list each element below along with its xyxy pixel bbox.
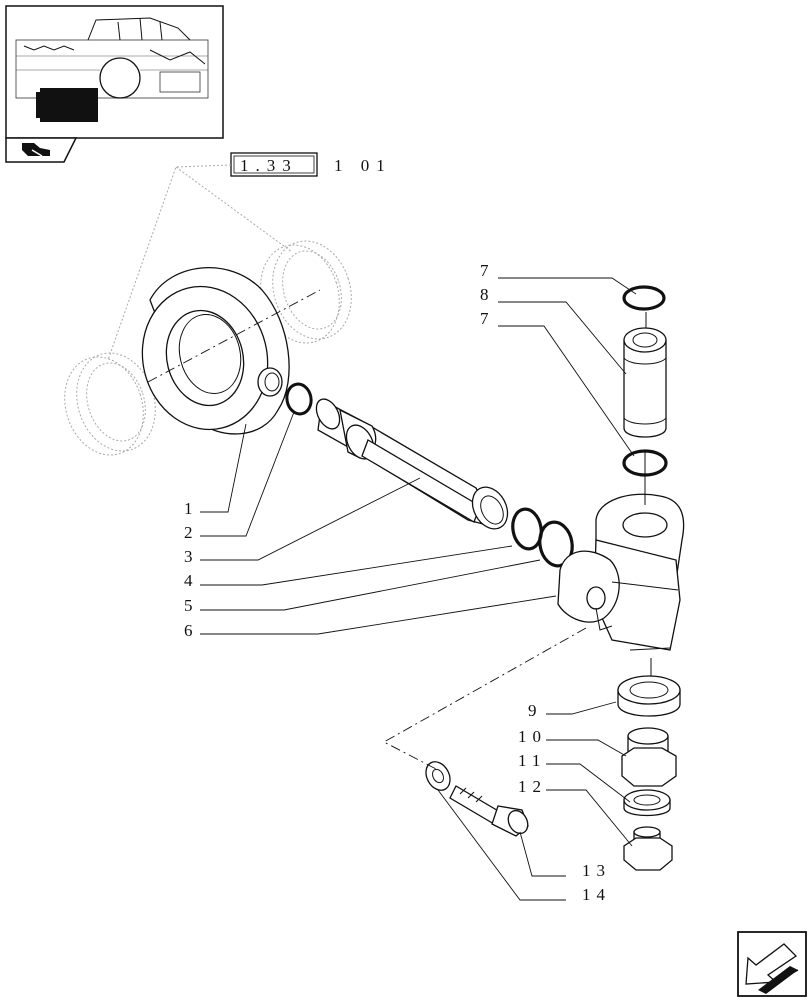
part-7-o-ring-lower[interactable] — [622, 449, 668, 477]
callout-3: 3 — [184, 547, 199, 566]
part-2-o-ring[interactable] — [285, 382, 314, 416]
callout-13: 13 — [582, 861, 611, 880]
reference-suffix: 1 01 — [334, 156, 392, 175]
reference-number: 1.33 1 01 — [230, 152, 392, 177]
callout-4: 4 — [184, 571, 199, 590]
callout-11: 11 — [518, 751, 546, 770]
tractor-section-icon[interactable] — [5, 137, 78, 163]
callout-5: 5 — [184, 596, 199, 615]
reference-boxed: 1.33 — [240, 156, 298, 175]
callout-7-upper: 7 — [480, 261, 495, 280]
callouts: 7 8 7 1 2 3 4 5 6 9 10 11 12 13 14 — [184, 261, 611, 904]
part-1-housing-ring[interactable] — [127, 267, 321, 443]
callout-2: 2 — [184, 523, 199, 542]
ghost-bearing-upper — [260, 240, 352, 344]
callout-9: 9 — [528, 701, 543, 720]
part-14-washer[interactable] — [421, 758, 455, 795]
part-11-washer[interactable] — [623, 789, 671, 817]
thumbnail-panel[interactable] — [5, 5, 224, 139]
part-10-adapter[interactable] — [621, 727, 677, 787]
part-13-bolt[interactable] — [449, 785, 532, 837]
callout-7-lower: 7 — [480, 309, 495, 328]
part-12-plug[interactable] — [623, 826, 673, 871]
callout-14: 14 — [582, 885, 611, 904]
part-5-o-ring[interactable] — [536, 520, 575, 569]
callout-10: 10 — [518, 727, 547, 746]
assembly-axis-line — [383, 627, 587, 771]
part-3-oil-tube[interactable] — [312, 395, 515, 535]
leader-lines — [200, 277, 637, 901]
callout-8: 8 — [480, 285, 495, 304]
transmission-housing-thumbnail — [15, 17, 209, 122]
callout-1: 1 — [184, 499, 199, 518]
part-6-union-body[interactable] — [557, 493, 685, 651]
part-7-o-ring-upper[interactable] — [622, 285, 666, 311]
callout-12: 12 — [518, 777, 547, 796]
part-4-o-ring[interactable] — [510, 507, 545, 551]
next-page-arrow-icon[interactable] — [737, 931, 807, 997]
part-9-washer[interactable] — [617, 675, 681, 717]
callout-6: 6 — [184, 621, 199, 640]
part-8-sleeve[interactable] — [623, 312, 667, 438]
